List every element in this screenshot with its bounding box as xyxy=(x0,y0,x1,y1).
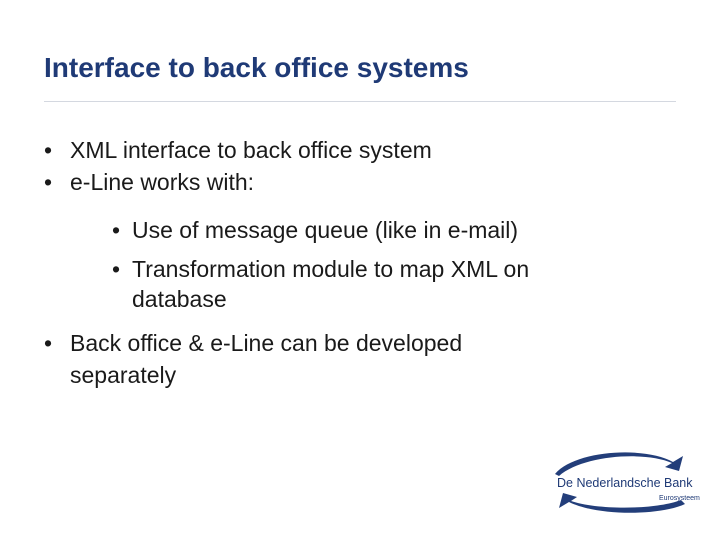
logo-name: De Nederlandsche Bank xyxy=(557,476,693,490)
bullet-text: XML interface to back office system xyxy=(70,137,432,163)
de-nederlandsche-bank-logo: De Nederlandsche Bank Eurosysteem xyxy=(555,452,700,513)
bullet-item-back-office-separately-continued: separately xyxy=(70,360,176,390)
bullet-text: e-Line works with: xyxy=(70,169,255,195)
bullet-marker: • xyxy=(112,256,121,282)
sub-bullet-item-transformation-module: • Transformation module to map XML on xyxy=(112,254,529,284)
logo-tagline: Eurosysteem xyxy=(659,495,700,502)
bullet-text: separately xyxy=(70,362,177,388)
bullet-text: Transformation module to map XML on xyxy=(132,256,530,282)
bullet-marker: • xyxy=(44,330,53,356)
title-divider xyxy=(44,101,676,102)
bullet-item-back-office-separately: • Back office & e-Line can be developed xyxy=(44,328,462,358)
bullet-marker: • xyxy=(44,137,53,163)
slide-title: Interface to back office systems xyxy=(44,52,469,83)
bullet-text: Use of message queue (like in e-mail) xyxy=(132,217,519,243)
bullet-marker: • xyxy=(44,169,53,195)
logo-bottom-swoosh-icon xyxy=(559,493,685,513)
bullet-item-xml-interface: • XML interface to back office system xyxy=(44,135,432,165)
bullet-text: database xyxy=(132,286,227,312)
sub-bullet-item-transformation-module-continued: database xyxy=(132,284,227,314)
bullet-text: Back office & e-Line can be developed xyxy=(70,330,463,356)
bullet-marker: • xyxy=(112,217,121,243)
logo-top-swoosh-icon xyxy=(555,452,683,476)
bullet-item-eline-works-with: • e-Line works with: xyxy=(44,167,254,197)
sub-bullet-item-message-queue: • Use of message queue (like in e-mail) xyxy=(112,215,518,245)
